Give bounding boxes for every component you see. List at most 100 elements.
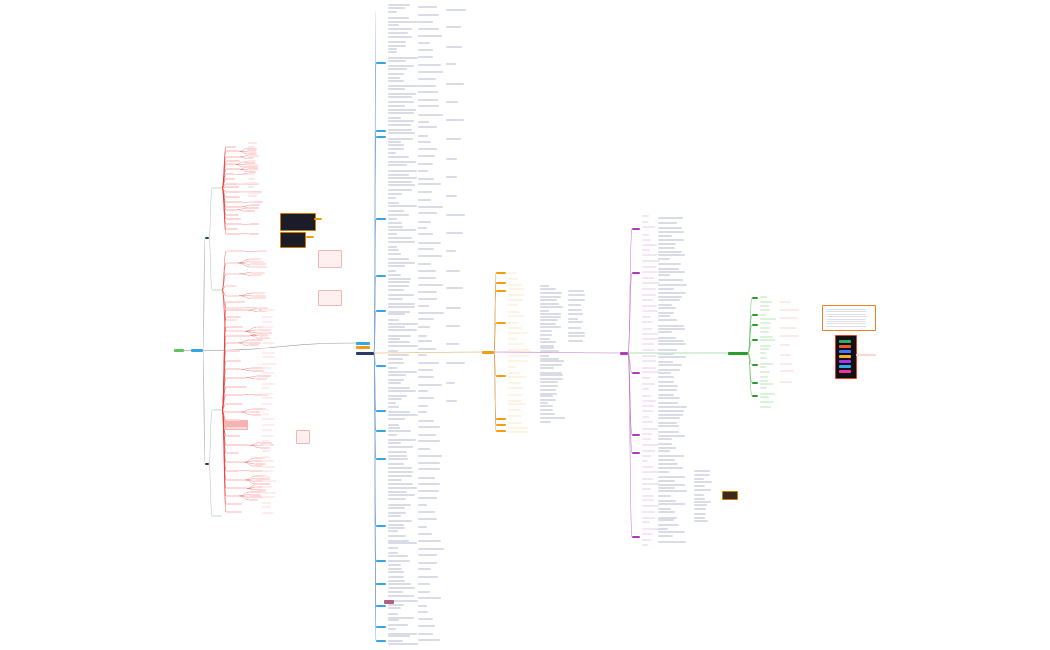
subtopic-node[interactable] [760, 383, 773, 386]
subtopic-node[interactable] [248, 150, 258, 153]
subtopic-node[interactable] [388, 576, 405, 579]
leaf-node[interactable] [248, 339, 264, 342]
subtopic-node[interactable] [388, 483, 413, 486]
category-node[interactable] [632, 272, 640, 275]
subtopic-node[interactable] [226, 393, 245, 396]
subtopic-node[interactable] [418, 376, 434, 379]
subtopic-node[interactable] [540, 378, 564, 381]
caption-node[interactable] [856, 354, 876, 356]
subtopic-node[interactable] [388, 341, 411, 344]
subtopic-node[interactable] [418, 211, 438, 214]
subtopic-node[interactable] [262, 346, 269, 349]
leaf-node[interactable] [257, 307, 268, 310]
subtopic-node[interactable] [388, 252, 402, 255]
subtopic-node[interactable] [388, 373, 407, 376]
subtopic-node[interactable] [642, 528, 660, 531]
subtopic-node[interactable] [642, 421, 654, 424]
subtopic-node[interactable] [388, 189, 412, 192]
subtopic-node[interactable] [262, 496, 275, 499]
subtopic-node[interactable] [642, 293, 657, 296]
leaf-node[interactable] [249, 493, 262, 496]
subtopic-node[interactable] [642, 499, 655, 502]
accent-node[interactable] [384, 600, 394, 604]
subtopic-node[interactable] [226, 385, 247, 388]
subtopic-node[interactable] [418, 247, 435, 250]
leaf-node[interactable] [247, 147, 257, 150]
subtopic-node[interactable] [658, 315, 670, 318]
subtopic-node[interactable] [226, 402, 244, 405]
subtopic-node[interactable] [418, 77, 436, 80]
subtopic-node[interactable] [508, 366, 517, 369]
subtopic-node[interactable] [418, 562, 437, 565]
leaf-node[interactable] [242, 173, 249, 176]
subtopic-node[interactable] [388, 245, 397, 248]
subtopic-node[interactable] [388, 184, 416, 187]
subtopic-node[interactable] [418, 411, 427, 414]
subtopic-node[interactable] [388, 616, 414, 619]
subtopic-node[interactable] [418, 227, 427, 230]
subtopic-node[interactable] [540, 371, 563, 374]
subtopic-node[interactable] [388, 16, 409, 19]
subtopic-node[interactable] [226, 461, 244, 464]
subtopic-node[interactable] [418, 554, 438, 557]
subtopic-node[interactable] [418, 6, 438, 9]
subtopic-node[interactable] [658, 372, 671, 375]
subtopic-node[interactable] [508, 394, 522, 397]
subtopic-node[interactable] [642, 360, 657, 363]
category-node[interactable] [376, 410, 386, 413]
subtopic-node[interactable] [388, 382, 402, 385]
category-node[interactable] [376, 626, 386, 629]
subtopic-node[interactable] [388, 56, 418, 59]
subtopic-node[interactable] [568, 309, 582, 312]
subtopic-node[interactable] [418, 625, 435, 628]
subtopic-node[interactable] [262, 460, 275, 463]
leaf-node[interactable] [253, 459, 265, 462]
subtopic-node[interactable] [694, 503, 707, 506]
subtopic-node[interactable] [418, 518, 437, 521]
subtopic-node[interactable] [388, 551, 398, 554]
app-tile[interactable] [839, 340, 851, 343]
subtopic-node[interactable] [568, 293, 585, 296]
subtopic-node[interactable] [694, 500, 711, 503]
subtopic-node[interactable] [760, 336, 773, 339]
leaf-node[interactable] [259, 332, 272, 335]
subtopic-node[interactable] [388, 270, 396, 273]
subtopic-node[interactable] [212, 187, 222, 189]
subtopic-node[interactable] [508, 315, 524, 318]
subtopic-node[interactable] [760, 296, 767, 299]
leaf-node[interactable] [259, 334, 268, 337]
subtopic-node[interactable] [226, 494, 240, 497]
photo-thumbnail-icon[interactable] [280, 232, 306, 248]
subtopic-node[interactable] [388, 96, 412, 99]
leaf-node[interactable] [248, 190, 262, 193]
subtopic-node[interactable] [446, 361, 465, 364]
subtopic-node[interactable] [262, 382, 275, 385]
subtopic-node[interactable] [226, 208, 238, 211]
subtopic-node[interactable] [262, 511, 275, 514]
subtopic-node[interactable] [694, 477, 705, 480]
subtopic-node[interactable] [262, 486, 273, 489]
subtopic-node[interactable] [226, 410, 241, 413]
category-node[interactable] [376, 605, 386, 608]
subtopic-node[interactable] [388, 378, 404, 381]
leaf-node[interactable] [247, 152, 258, 155]
leaf-node[interactable] [250, 413, 262, 416]
subtopic-node[interactable] [226, 217, 241, 220]
subtopic-node[interactable] [418, 262, 432, 265]
subtopic-node[interactable] [540, 333, 553, 336]
subtopic-node[interactable] [388, 623, 409, 626]
leaf-node[interactable] [250, 274, 262, 277]
subtopic-node[interactable] [226, 173, 235, 176]
subtopic-node[interactable] [780, 343, 791, 346]
subtopic-node[interactable] [642, 394, 652, 397]
subtopic-node[interactable] [388, 225, 404, 228]
subtopic-node[interactable] [388, 31, 408, 34]
subtopic-node[interactable] [418, 84, 437, 87]
category-node[interactable] [376, 640, 386, 643]
subtopic-node[interactable] [760, 396, 769, 399]
central-topic[interactable] [191, 349, 203, 352]
subtopic-node[interactable] [418, 426, 440, 429]
subtopic-node[interactable] [388, 357, 403, 360]
leaf-node[interactable] [247, 170, 256, 173]
subtopic-node[interactable] [540, 316, 561, 319]
